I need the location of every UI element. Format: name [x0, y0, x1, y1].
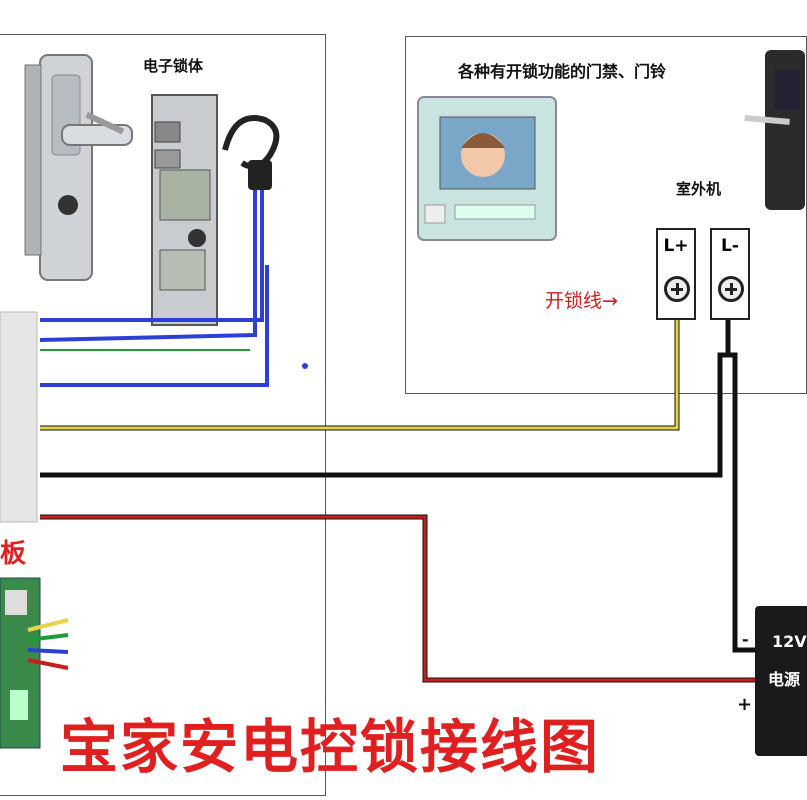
- terminal-l-plus-label: L+: [663, 236, 689, 256]
- power-12v-label: 12V: [772, 632, 807, 651]
- intercom-monitor: [417, 96, 557, 241]
- screw-icon: [664, 276, 690, 302]
- door-handle: [24, 54, 133, 281]
- board-label: 板: [0, 539, 27, 569]
- lock-body-label: 电子锁体: [143, 57, 204, 75]
- power-supply: [755, 606, 807, 756]
- outdoor-unit-device: [744, 50, 805, 210]
- screw-icon: [718, 276, 744, 302]
- terminal-l-plus: L+: [656, 228, 696, 320]
- control-board: [0, 577, 69, 749]
- outdoor-unit-label: 室外机: [676, 180, 722, 198]
- plus-sign: +: [737, 694, 753, 715]
- diagram-title: 宝家安电控锁接线图: [60, 713, 601, 781]
- minus-sign: -: [742, 630, 749, 649]
- unlock-wire-label: 开锁线→: [545, 290, 618, 312]
- junction-block: [0, 311, 38, 523]
- intercom-label: 各种有开锁功能的门禁、门铃: [458, 62, 667, 81]
- terminal-l-minus: L-: [710, 228, 750, 320]
- lock-body-device: [151, 94, 280, 326]
- terminal-l-minus-label: L-: [721, 236, 739, 256]
- power-label: 电源: [768, 670, 801, 689]
